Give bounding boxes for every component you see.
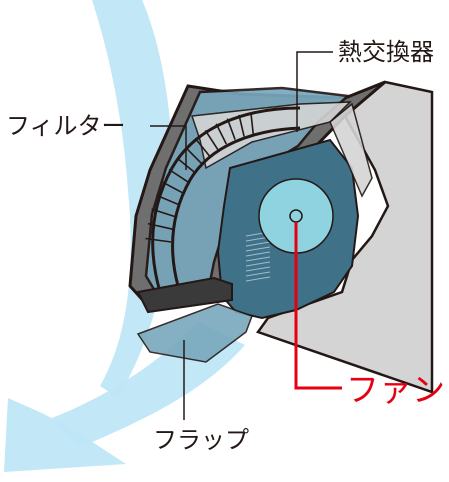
filter-hatch-line xyxy=(226,118,236,140)
filter-hatch-line xyxy=(250,112,255,135)
leader-line-heat-exchanger xyxy=(296,51,333,132)
filter-hatch-line xyxy=(151,208,177,218)
fan-blade-line xyxy=(245,241,271,247)
fan-blade-line xyxy=(245,276,271,282)
filter-hatch-line xyxy=(155,194,180,206)
fan-blade-line xyxy=(245,246,271,252)
filter-mesh xyxy=(145,106,301,293)
filter-hatch-line xyxy=(145,237,172,243)
flap xyxy=(136,303,253,363)
filter-hatch-line xyxy=(215,123,228,145)
fan-blade-line xyxy=(245,251,271,257)
filter-hatch-line xyxy=(185,147,204,165)
filter-hatch-line xyxy=(238,114,245,137)
filter-outer-arc xyxy=(151,106,301,293)
filter-hatch-line xyxy=(194,137,211,158)
fan-blade-line xyxy=(245,261,271,267)
heat-exchanger-band-side xyxy=(329,102,373,198)
filter-hatch-line xyxy=(147,222,174,231)
label-fan: ファン xyxy=(346,370,445,409)
airflow-arrow-head xyxy=(4,398,126,472)
fan-blade-line xyxy=(245,266,271,272)
leader-line-filter xyxy=(150,125,187,170)
filter-hatch-line xyxy=(161,181,185,195)
fan xyxy=(245,178,334,282)
label-filter: フィルター xyxy=(6,112,126,140)
label-heat-exchanger: 熱交換器 xyxy=(338,38,434,66)
bottom-tray xyxy=(136,276,233,314)
filter-inner-arc xyxy=(171,126,301,287)
filter-hatch-line xyxy=(204,129,219,151)
fan-blade-line xyxy=(245,271,271,277)
label-flap: フラップ xyxy=(153,426,249,454)
fan-hub xyxy=(289,209,303,223)
filter-hatch-lines xyxy=(145,112,255,243)
rear-casing xyxy=(256,80,434,394)
filter-hatch-line xyxy=(168,168,191,184)
leader-line-fan xyxy=(294,222,342,390)
fan-blade-line xyxy=(245,256,271,262)
